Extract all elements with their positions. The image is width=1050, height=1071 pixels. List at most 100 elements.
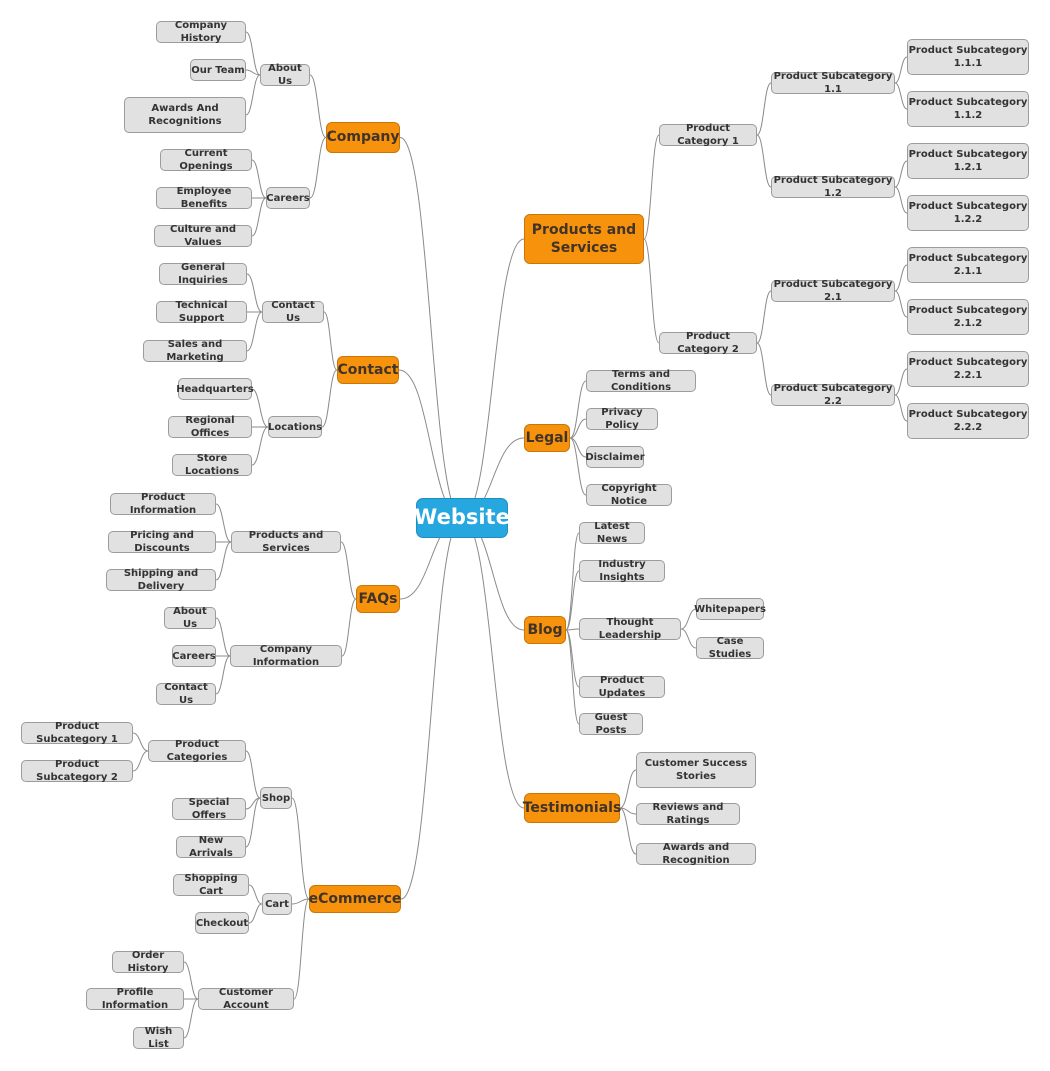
node-sub222[interactable]: Product Subcategory 2.2.2 [907, 403, 1029, 439]
node-shipping-delivery[interactable]: Shipping and Delivery [106, 568, 216, 592]
node-employee-benefits[interactable]: Employee Benefits [156, 186, 252, 210]
node-cat1[interactable]: Product Category 1 [659, 123, 757, 147]
node-order-history[interactable]: Order History [112, 950, 184, 974]
node-testimonials[interactable]: Testimonials [523, 793, 621, 823]
node-customer-success[interactable]: Customer Success Stories [636, 752, 756, 788]
node-profile-information[interactable]: Profile Information [86, 987, 184, 1011]
node-sub112[interactable]: Product Subcategory 1.1.2 [907, 91, 1029, 127]
node-sub12[interactable]: Product Subcategory 1.2 [771, 175, 895, 199]
node-customer-account[interactable]: Customer Account [198, 987, 294, 1011]
connector-careers-culture_values [251, 197, 267, 237]
connector-ecommerce-customer_account [293, 898, 310, 1000]
node-thought-leadership[interactable]: Thought Leadership [579, 617, 681, 641]
node-sales-marketing[interactable]: Sales and Marketing [143, 339, 247, 363]
node-company-information[interactable]: Company Information [230, 644, 342, 668]
connector-sub11-sub111 [894, 56, 908, 84]
node-privacy[interactable]: Privacy Policy [586, 407, 658, 431]
node-product-information[interactable]: Product Information [110, 492, 216, 516]
node-shop[interactable]: Shop [260, 787, 292, 809]
connector-sub12-sub121 [894, 160, 908, 188]
node-ecommerce[interactable]: eCommerce [309, 885, 401, 913]
node-wish-list[interactable]: Wish List [133, 1026, 184, 1050]
node-company-history[interactable]: Company History [156, 20, 246, 44]
node-shop-sub1[interactable]: Product Subcategory 1 [21, 721, 133, 745]
node-faq-contact-us[interactable]: Contact Us [156, 682, 216, 706]
connector-locations-headquarters [251, 388, 269, 428]
node-sub11[interactable]: Product Subcategory 1.1 [771, 71, 895, 95]
node-about-us[interactable]: About Us [260, 63, 310, 87]
node-terms[interactable]: Terms and Conditions [586, 369, 696, 393]
node-cat2[interactable]: Product Category 2 [659, 331, 757, 355]
node-store-locations[interactable]: Store Locations [172, 453, 252, 477]
node-regional-offices[interactable]: Regional Offices [168, 415, 252, 439]
node-new-arrivals[interactable]: New Arrivals [176, 835, 246, 859]
node-shop-sub2[interactable]: Product Subcategory 2 [21, 759, 133, 783]
node-special-offers[interactable]: Special Offers [172, 797, 246, 821]
node-product-categories[interactable]: Product Categories [148, 739, 246, 763]
connector-locations-store_locations [251, 426, 269, 466]
node-sub121[interactable]: Product Subcategory 1.2.1 [907, 143, 1029, 179]
node-reviews-ratings[interactable]: Reviews and Ratings [636, 802, 740, 826]
connector-about_us-company_history [245, 31, 261, 76]
node-copyright[interactable]: Copyright Notice [586, 483, 672, 507]
connector-legal-privacy [569, 418, 587, 439]
node-faq-products-services[interactable]: Products and Services [231, 530, 341, 554]
node-general-inquiries[interactable]: General Inquiries [159, 262, 247, 286]
node-sub111[interactable]: Product Subcategory 1.1.1 [907, 39, 1029, 75]
node-faqs[interactable]: FAQs [356, 585, 400, 613]
node-headquarters[interactable]: Headquarters [176, 378, 254, 400]
node-company[interactable]: Company [326, 122, 400, 153]
node-sub212[interactable]: Product Subcategory 2.1.2 [907, 299, 1029, 335]
connector-testimonials-reviews_ratings [619, 807, 637, 815]
node-sub22[interactable]: Product Subcategory 2.2 [771, 383, 895, 407]
node-technical-support[interactable]: Technical Support [156, 300, 247, 324]
node-our-team[interactable]: Our Team [190, 59, 246, 81]
connector-website-company [399, 137, 463, 519]
connector-sub21-sub212 [894, 290, 908, 318]
connector-ecommerce-shop [291, 797, 310, 900]
node-contact-us[interactable]: Contact Us [262, 300, 324, 324]
connector-sub12-sub122 [894, 186, 908, 214]
node-careers[interactable]: Careers [266, 187, 310, 209]
connector-cat2-sub22 [756, 342, 772, 396]
connector-website-testimonials [461, 517, 525, 809]
connector-testimonials-awards_recognition [619, 807, 637, 855]
node-case-studies[interactable]: Case Studies [696, 636, 764, 660]
node-blog[interactable]: Blog [524, 616, 566, 644]
connector-legal-terms [569, 380, 587, 439]
node-sub122[interactable]: Product Subcategory 1.2.2 [907, 195, 1029, 231]
connector-faq_products_services-shipping_delivery [215, 541, 232, 581]
node-locations[interactable]: Locations [268, 416, 322, 438]
connector-faq_products_services-product_information [215, 503, 232, 543]
node-legal[interactable]: Legal [524, 424, 570, 452]
connector-website-products_services [461, 238, 525, 519]
connector-cat2-sub21 [756, 290, 772, 344]
node-products-services[interactable]: Products and Services [524, 214, 644, 264]
node-sub221[interactable]: Product Subcategory 2.2.1 [907, 351, 1029, 387]
node-checkout[interactable]: Checkout [195, 912, 249, 934]
node-culture-values[interactable]: Culture and Values [154, 224, 252, 248]
node-latest-news[interactable]: Latest News [579, 521, 645, 545]
node-current-openings[interactable]: Current Openings [160, 148, 252, 172]
connector-contact-contact_us [323, 311, 338, 371]
connector-company_information-faq_about_us [215, 617, 231, 657]
node-cart[interactable]: Cart [262, 893, 292, 915]
node-product-updates[interactable]: Product Updates [579, 675, 665, 699]
node-awards-recognitions[interactable]: Awards And Recognitions [124, 97, 246, 133]
node-awards-recognition[interactable]: Awards and Recognition [636, 842, 756, 866]
node-faq-careers[interactable]: Careers [172, 645, 216, 667]
node-pricing-discounts[interactable]: Pricing and Discounts [108, 530, 216, 554]
node-guest-posts[interactable]: Guest Posts [579, 712, 643, 736]
node-sub21[interactable]: Product Subcategory 2.1 [771, 279, 895, 303]
node-contact[interactable]: Contact [337, 356, 399, 384]
connector-sub11-sub112 [894, 82, 908, 110]
node-industry-insights[interactable]: Industry Insights [579, 559, 665, 583]
node-faq-about-us[interactable]: About Us [164, 606, 216, 630]
node-disclaimer[interactable]: Disclaimer [585, 446, 645, 468]
node-whitepapers[interactable]: Whitepapers [694, 598, 766, 620]
node-shopping-cart[interactable]: Shopping Cart [173, 873, 249, 897]
node-sub211[interactable]: Product Subcategory 2.1.1 [907, 247, 1029, 283]
connector-products_services-cat1 [643, 134, 660, 240]
root-node-website[interactable]: Website [414, 498, 510, 538]
